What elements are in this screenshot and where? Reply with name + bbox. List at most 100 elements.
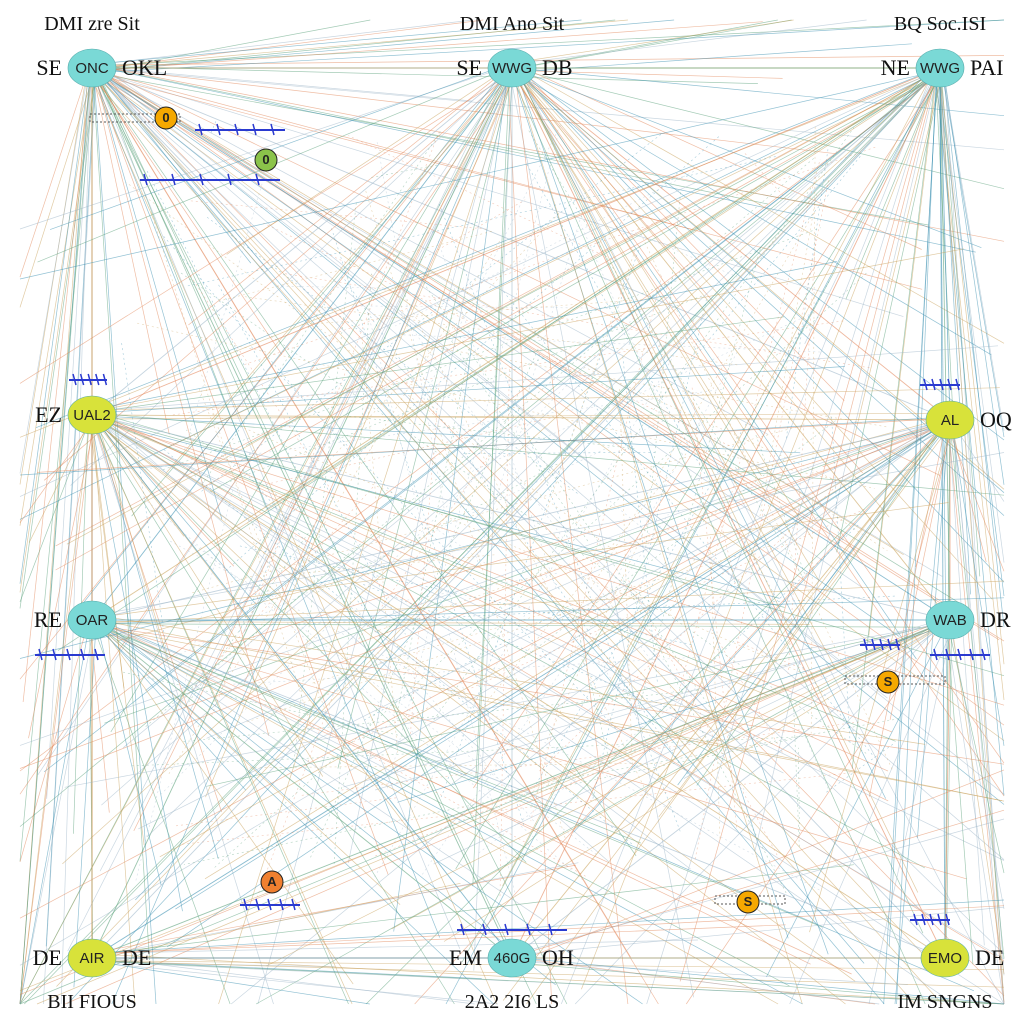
edge-line — [91, 21, 763, 72]
node-tr[interactable]: WWG — [915, 48, 965, 88]
edge-line — [93, 960, 1005, 971]
edge-line — [19, 70, 511, 1005]
edge-line — [88, 261, 837, 411]
marker-m2[interactable]: 0 — [254, 148, 278, 172]
marker-m3[interactable]: S — [876, 670, 900, 694]
marker-circle — [876, 670, 900, 694]
edge-line — [509, 67, 820, 581]
node-tc[interactable]: WWG — [487, 48, 537, 88]
edge-line — [94, 960, 1005, 988]
scribble-stroke — [548, 923, 553, 936]
mesh-line — [261, 416, 555, 486]
scribble-stroke — [270, 123, 275, 136]
node-label: ONC — [75, 60, 109, 77]
edge-line — [92, 413, 136, 1005]
marker-m5[interactable]: S — [736, 890, 760, 914]
edge-line — [560, 65, 936, 1005]
edge-line — [19, 620, 91, 1005]
node-tl[interactable]: ONC — [67, 48, 117, 88]
edge-line — [944, 619, 951, 959]
node-top-label: DMI zre Sit — [44, 13, 140, 35]
node-circle — [67, 395, 117, 435]
node-left-label: SE — [36, 55, 62, 80]
edge-line — [266, 618, 953, 967]
scribble-stroke — [945, 648, 950, 661]
mesh-line — [256, 680, 339, 899]
edge-line — [92, 616, 975, 992]
node-bl[interactable]: AIR — [67, 938, 117, 978]
edge-line — [93, 67, 157, 1005]
mesh-line — [210, 121, 217, 135]
edge-line — [513, 66, 629, 1005]
mesh-line — [364, 188, 567, 843]
mesh-line — [798, 747, 800, 835]
edge-line — [19, 617, 949, 995]
edge-line — [507, 809, 1005, 959]
edge-line — [95, 502, 949, 619]
mesh-line — [737, 641, 829, 680]
mesh-line — [180, 486, 374, 703]
scribble-layer — [35, 113, 990, 936]
node-left-label: EZ — [35, 402, 62, 427]
scribble-stroke — [199, 173, 204, 186]
edge-line — [515, 70, 890, 518]
node-bc[interactable]: 460G — [487, 938, 537, 978]
edge-line — [89, 615, 231, 1005]
node-ll[interactable]: OAR — [67, 600, 117, 640]
mesh-line — [584, 366, 850, 487]
edge-line — [94, 71, 1005, 955]
edge-line — [92, 64, 1005, 726]
edge-line — [581, 69, 941, 990]
edge-line — [145, 72, 941, 691]
edge-line — [73, 622, 97, 988]
scribble-stroke — [267, 898, 272, 911]
node-lr[interactable]: WAB — [925, 600, 975, 640]
node-right-label: PAI — [970, 55, 1003, 80]
edge-line — [393, 68, 509, 932]
marker-label: S — [884, 674, 893, 689]
mesh-line — [572, 209, 817, 619]
mesh-line — [395, 171, 694, 327]
marker-m1[interactable]: 0 — [154, 106, 178, 130]
edge-line — [92, 65, 976, 253]
edge-line — [226, 65, 511, 255]
edge-line — [67, 65, 943, 1005]
node-left-label: SE — [456, 55, 482, 80]
node-mr[interactable]: AL — [925, 400, 975, 440]
marker-m4[interactable]: A — [260, 870, 284, 894]
edge-line — [397, 624, 951, 803]
scribble-stroke — [102, 373, 108, 386]
marker-circle — [154, 106, 178, 130]
edge-line — [91, 67, 513, 621]
scribble-stroke — [279, 898, 284, 911]
edge-line — [679, 70, 937, 982]
scribble-mark — [35, 648, 105, 661]
edge-line — [90, 412, 957, 420]
mesh-line — [593, 653, 662, 754]
mesh-line — [467, 310, 818, 474]
scribble-stroke — [945, 913, 950, 926]
edge-line — [92, 345, 999, 412]
edge-line — [93, 620, 247, 791]
edge-line — [511, 419, 951, 959]
edge-line — [250, 62, 509, 590]
edge-line — [87, 65, 959, 603]
edge-layer — [19, 19, 1005, 1005]
edge-line — [93, 64, 537, 1005]
edge-line — [658, 424, 952, 818]
node-br[interactable]: EMO — [920, 938, 970, 978]
edge-line — [677, 419, 948, 786]
edge-line — [104, 419, 948, 724]
edge-line — [90, 416, 353, 1005]
edge-line — [91, 366, 845, 414]
node-label: OAR — [76, 612, 109, 629]
node-ml[interactable]: UAL2 — [67, 395, 117, 435]
edge-line — [87, 68, 888, 699]
edge-line — [92, 71, 1005, 805]
edge-line — [49, 63, 510, 230]
node-left-label: RE — [34, 607, 62, 632]
edge-line — [87, 65, 472, 102]
edge-line — [789, 623, 956, 1005]
mesh-line — [744, 153, 788, 201]
